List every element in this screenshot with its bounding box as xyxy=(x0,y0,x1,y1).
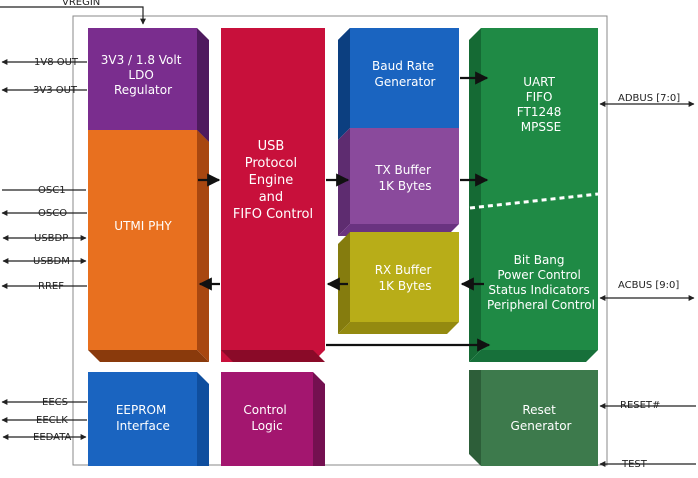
ldo-label-1: 3V3 / 1.8 Volt xyxy=(101,53,182,67)
ldo-label-3: Regulator xyxy=(114,83,172,97)
rx-label-1: RX Buffer xyxy=(375,263,432,277)
reset-label-2: Generator xyxy=(511,419,572,433)
usb-label-5: FIFO Control xyxy=(233,207,313,222)
tx-label-1: TX Buffer xyxy=(374,163,431,177)
eeprom-interface-block: EEPROM Interface xyxy=(88,372,209,466)
svg-text:USB Protocol Engin: USB Protocol Engine and FIFO Control xyxy=(233,139,313,222)
tx-label-2: 1K Bytes xyxy=(379,179,432,193)
uart-label-1: UART xyxy=(523,75,555,89)
usbdp-label: USBDP xyxy=(34,233,68,244)
tx-buffer-block: TX Buffer 1K Bytes xyxy=(338,128,459,236)
control-label-2: Logic xyxy=(251,419,282,433)
control-label-1: Control xyxy=(243,403,286,417)
reset-generator-block: Reset Generator xyxy=(469,370,598,466)
reset-pin-label: RESET# xyxy=(620,400,660,411)
osco-label: OSCO xyxy=(38,208,67,219)
osc1-label: OSC1 xyxy=(38,185,66,196)
svg-text:3V3 / 1.8 Volt LDO: 3V3 / 1.8 Volt LDO Regulator xyxy=(101,53,186,97)
usb-label-2: Protocol xyxy=(245,156,297,171)
baud-label-2: Generator xyxy=(375,75,436,89)
eeclk-label: EECLK xyxy=(36,415,68,426)
baud-label-1: Baud Rate xyxy=(372,59,434,73)
reset-label-1: Reset xyxy=(522,403,556,417)
v1v8out-label: 1V8 OUT xyxy=(34,57,79,68)
uart-divider xyxy=(469,192,599,210)
eecs-label: EECS xyxy=(42,397,68,408)
test-label: TEST xyxy=(621,459,648,470)
svg-text:TX Buffer 1K Bytes: TX Buffer 1K Bytes xyxy=(374,163,435,193)
bitbang-label-2: Power Control xyxy=(497,268,580,282)
utmi-phy-block: UTMI PHY xyxy=(88,130,209,362)
bitbang-label-1: Bit Bang xyxy=(514,253,565,267)
control-logic-block: Control Logic xyxy=(221,372,325,466)
uart-label-3: FT1248 xyxy=(517,105,562,119)
usbdm-label: USBDM xyxy=(33,256,70,267)
rx-label-2: 1K Bytes xyxy=(379,279,432,293)
svg-text:EEPROM Interface: EEPROM Interface xyxy=(116,403,170,433)
acbus-label: ACBUS [9:0] xyxy=(618,280,679,291)
bitbang-label-3: Status Indicators xyxy=(488,283,589,297)
utmi-label: UTMI PHY xyxy=(114,219,172,233)
svg-text:Bit Bang Power Control: Bit Bang Power Control Status Indicators… xyxy=(487,253,595,312)
svg-text:Baud Rate Generator: Baud Rate Generator xyxy=(372,59,438,89)
usb-protocol-engine-block: USB Protocol Engine and FIFO Control xyxy=(221,28,325,362)
usb-label-3: Engine xyxy=(249,173,294,188)
uart-bitbang-block: UART FIFO FT1248 MPSSE Bit Bang Power Co… xyxy=(469,28,599,362)
vregin-wire xyxy=(0,6,146,25)
rref-label: RREF xyxy=(38,281,64,292)
usb-label-4: and xyxy=(259,190,283,205)
bitbang-label-4: Peripheral Control xyxy=(487,298,595,312)
v3v3out-label: 3V3 OUT xyxy=(33,85,78,96)
usb-label-1: USB xyxy=(258,139,285,154)
svg-text:RX Buffer 1K Bytes: RX Buffer 1K Bytes xyxy=(375,263,436,293)
rx-buffer-block: RX Buffer 1K Bytes xyxy=(338,232,459,334)
svg-text:UART FIFO FT1248: UART FIFO FT1248 MPSSE xyxy=(517,75,565,134)
eeprom-label-2: Interface xyxy=(116,419,170,433)
vregin-label: VREGIN xyxy=(62,0,100,8)
uart-label-4: MPSSE xyxy=(521,120,561,134)
svg-text:Control Logic: Control Logic xyxy=(243,403,290,433)
uart-label-2: FIFO xyxy=(526,90,553,104)
eeprom-label-1: EEPROM xyxy=(116,403,167,417)
ldo-regulator-block: 3V3 / 1.8 Volt LDO Regulator xyxy=(88,28,209,142)
eedata-label: EEDATA xyxy=(33,432,72,443)
ldo-label-2: LDO xyxy=(128,68,153,82)
svg-text:Reset Generator: Reset Generator xyxy=(511,403,572,433)
adbus-label: ADBUS [7:0] xyxy=(618,93,680,104)
svg-text:UTMI PHY: UTMI PHY xyxy=(114,219,172,233)
baud-rate-generator-block: Baud Rate Generator xyxy=(338,28,459,140)
